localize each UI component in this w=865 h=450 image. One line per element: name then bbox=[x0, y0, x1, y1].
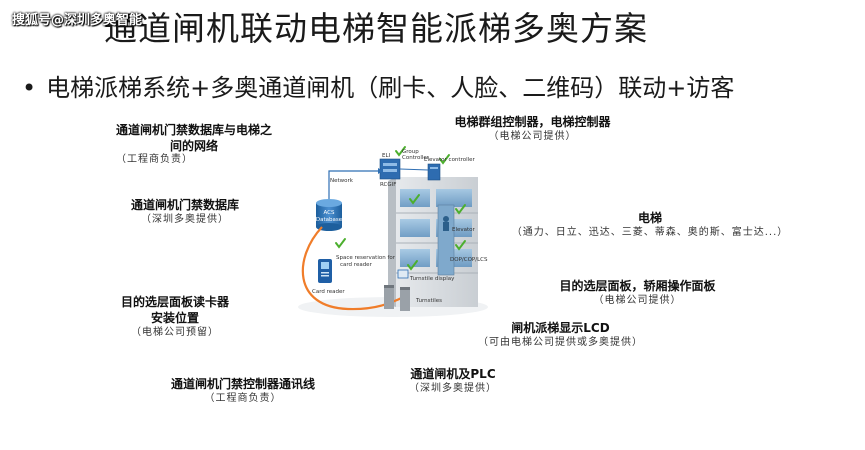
acs-text-2: Database bbox=[316, 217, 343, 223]
check-icon bbox=[439, 154, 450, 165]
label-reader: 目的选层面板读卡器 安装位置 （电梯公司预留） bbox=[100, 294, 250, 340]
elevator-text: Elevator bbox=[452, 227, 476, 233]
page-title: 通道闸机联动电梯智能派梯多奥方案 bbox=[104, 9, 648, 48]
check-icon bbox=[455, 240, 466, 251]
group-controller-box bbox=[379, 158, 401, 180]
label-gate-plc-note: （深圳多奥提供） bbox=[409, 383, 497, 394]
system-diagram: ACS Database Network Card reader Space r… bbox=[298, 146, 488, 317]
label-elevator-note: （通力、日立、迅达、三菱、蒂森、奥的斯、富士达...） bbox=[511, 227, 789, 238]
space-text-1: Space reservation for bbox=[336, 255, 396, 261]
acs-text-1: ACS bbox=[324, 210, 336, 216]
turnstile-display-text: Turnstile display bbox=[409, 276, 455, 282]
label-lcd: 闸机派梯显示LCD （可由电梯公司提供或多奥提供） bbox=[468, 320, 653, 350]
label-gate-plc-title: 通道闸机及PLC bbox=[410, 367, 496, 381]
controller-link bbox=[399, 168, 429, 171]
group-text-2: Controller bbox=[402, 155, 430, 161]
label-controller-wire: 通道闸机门禁控制器通讯线 （工程商负责） bbox=[158, 376, 328, 406]
check-icon bbox=[455, 204, 466, 215]
label-dest-panel-title: 目的选层面板，轿厢操作面板 bbox=[559, 279, 716, 293]
network-line bbox=[328, 170, 378, 199]
label-dest-panel: 目的选层面板，轿厢操作面板 （电梯公司提供） bbox=[545, 278, 730, 308]
elevator-controller-text: Elevator controller bbox=[424, 157, 476, 163]
label-reader-title-2: 安装位置 bbox=[150, 311, 199, 325]
label-elevator-title: 电梯 bbox=[637, 211, 662, 225]
label-lcd-note: （可由电梯公司提供或多奥提供） bbox=[478, 337, 643, 348]
turnstile-icon bbox=[384, 285, 410, 311]
label-network-title-1: 通道闸机门禁数据库与电梯之 bbox=[115, 123, 272, 137]
bullet-line: • 电梯派梯系统+多奥通道闸机（刷卡、人脸、二维码）联动+访客 bbox=[22, 68, 734, 103]
rcgif-text: RCGIF bbox=[380, 182, 396, 188]
label-controller-wire-title: 通道闸机门禁控制器通讯线 bbox=[170, 377, 315, 391]
elevator-controller-box bbox=[427, 163, 441, 181]
network-arrow-icon bbox=[378, 168, 383, 174]
card-reader-icon bbox=[318, 259, 332, 283]
check-icon bbox=[335, 238, 346, 249]
label-dest-panel-note: （电梯公司提供） bbox=[593, 295, 682, 306]
check-icon bbox=[407, 260, 418, 271]
label-database-title: 通道闸机门禁数据库 bbox=[130, 198, 239, 212]
label-group-controller-note: （电梯公司提供） bbox=[488, 131, 577, 142]
label-lcd-title: 闸机派梯显示LCD bbox=[511, 321, 610, 335]
eli-text: ELI bbox=[382, 153, 391, 159]
label-database: 通道闸机门禁数据库 （深圳多奥提供） bbox=[110, 197, 260, 227]
watermark: 搜狐号@深圳多奥智能 bbox=[12, 13, 143, 28]
label-network: 通道闸机门禁数据库与电梯之 间的网络 bbox=[104, 122, 284, 154]
label-network-title-2: 间的网络 bbox=[169, 139, 218, 153]
label-network-note: （工程商负责） bbox=[116, 153, 193, 167]
label-controller-wire-note: （工程商负责） bbox=[204, 393, 282, 404]
bullet-dot-icon: • bbox=[22, 74, 37, 102]
dop-text: DOP/COP/LCS bbox=[450, 257, 488, 263]
label-network-note-text: （工程商负责） bbox=[116, 154, 193, 165]
card-reader-text: Card reader bbox=[312, 289, 345, 295]
check-icon bbox=[395, 146, 406, 157]
network-text: Network bbox=[330, 178, 354, 184]
label-group-controller: 电梯群组控制器，电梯控制器 （电梯公司提供） bbox=[440, 114, 625, 144]
label-reader-note: （电梯公司预留） bbox=[131, 327, 219, 338]
check-icon bbox=[409, 194, 420, 205]
turnstile-display-icon bbox=[397, 269, 409, 279]
label-elevator: 电梯 （通力、日立、迅达、三菱、蒂森、奥的斯、富士达...） bbox=[510, 210, 790, 240]
space-text-2: card reader bbox=[340, 262, 373, 268]
label-database-note: （深圳多奥提供） bbox=[141, 214, 229, 225]
group-text-1: Group bbox=[402, 149, 419, 155]
label-gate-plc: 通道闸机及PLC （深圳多奥提供） bbox=[398, 366, 508, 396]
acs-database-icon: ACS Database bbox=[316, 199, 343, 231]
label-reader-title-1: 目的选层面板读卡器 bbox=[120, 295, 229, 309]
turnstiles-text: Turnstiles bbox=[415, 298, 442, 304]
bullet-text: 电梯派梯系统+多奥通道闸机（刷卡、人脸、二维码）联动+访客 bbox=[46, 74, 735, 102]
label-group-controller-title: 电梯群组控制器，电梯控制器 bbox=[454, 115, 611, 129]
